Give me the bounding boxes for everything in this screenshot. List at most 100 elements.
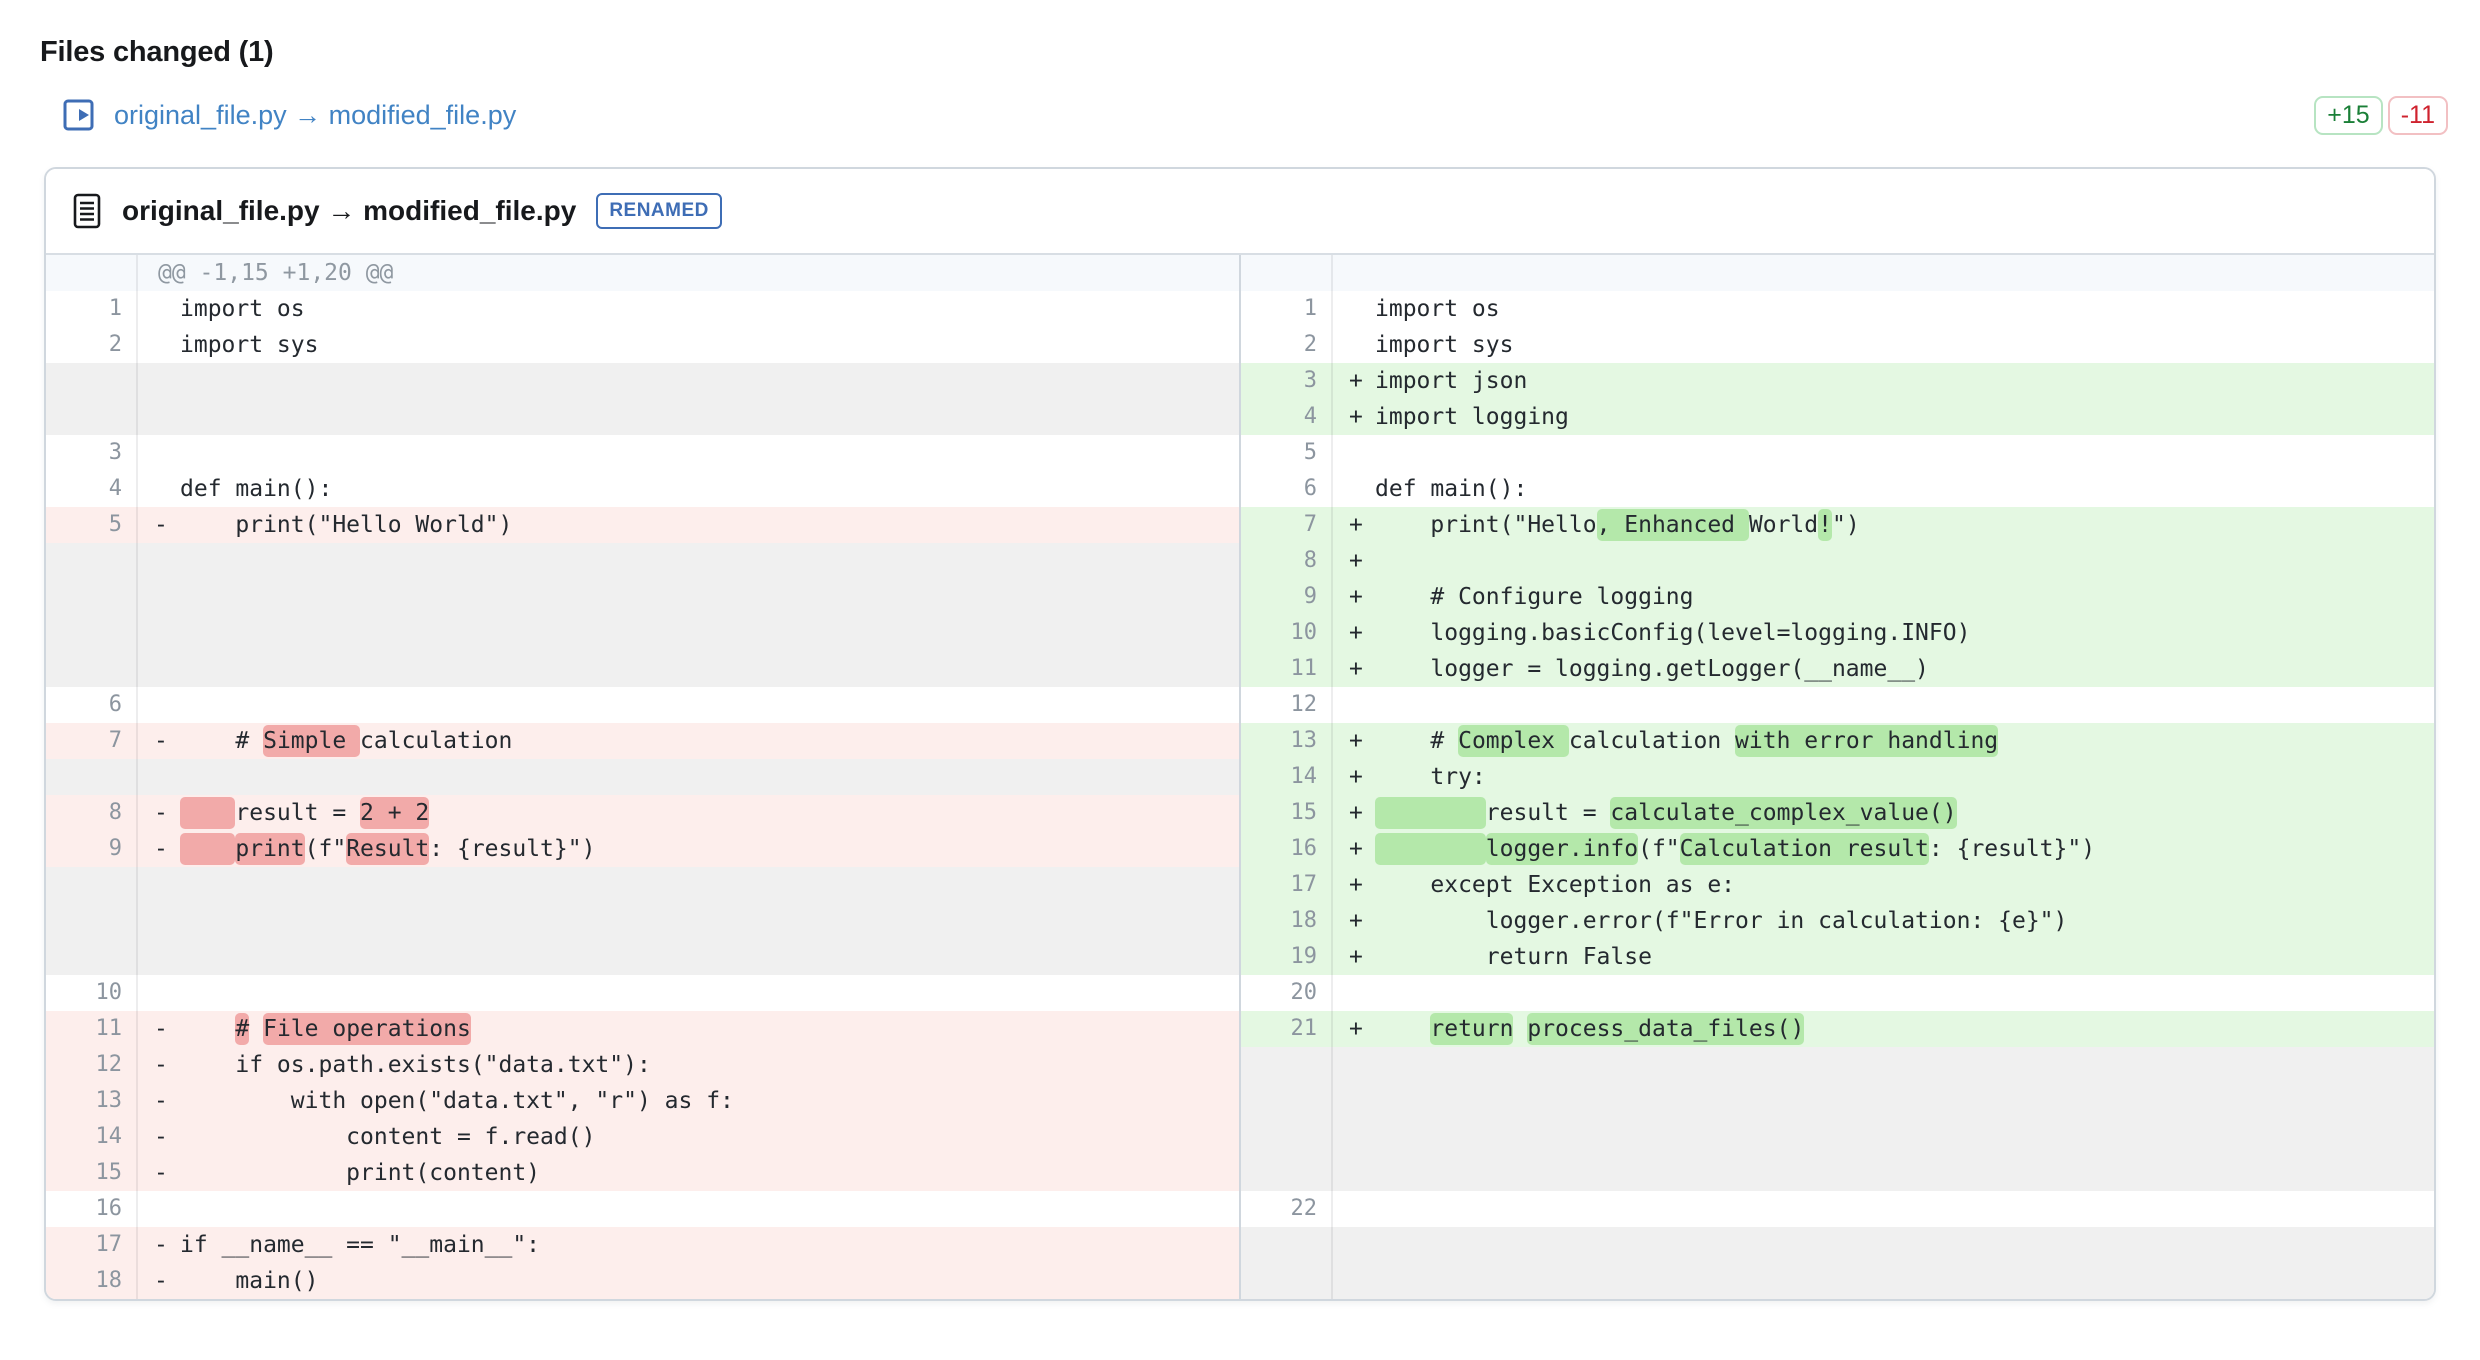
code-text: calculation (360, 728, 513, 754)
line-number[interactable]: 18 (1241, 903, 1333, 939)
line-number[interactable]: 17 (46, 1227, 138, 1263)
line-number[interactable]: 12 (46, 1047, 138, 1083)
line-number[interactable]: 16 (1241, 831, 1333, 867)
line-number[interactable]: 3 (1241, 363, 1333, 399)
file-rename-link[interactable]: original_file.py → modified_file.py (114, 99, 517, 130)
line-number[interactable]: 6 (46, 687, 138, 723)
diff-sign: + (1349, 368, 1363, 394)
code-line (138, 759, 1239, 795)
line-number[interactable]: 8 (46, 795, 138, 831)
code-line (138, 687, 1239, 723)
line-number (46, 867, 138, 903)
code-line: - # File operations (138, 1011, 1239, 1047)
diff-row: 14+ try: (46, 759, 2434, 795)
diff-side-left: 10 (46, 975, 1239, 1011)
code-line: - result = 2 + 2 (138, 795, 1239, 831)
diff-sign: + (1349, 836, 1363, 862)
code-text: : {result}") (1928, 836, 2096, 862)
diff-side-right (1239, 1047, 2434, 1083)
line-number[interactable]: 4 (1241, 399, 1333, 435)
line-number[interactable]: 20 (1241, 975, 1333, 1011)
line-number[interactable]: 9 (1241, 579, 1333, 615)
diff-row: 6 12 (46, 687, 2434, 723)
word-diff-highlight: ! (1818, 509, 1832, 541)
line-number (46, 903, 138, 939)
diff-row: 11+ logger = logging.getLogger(__name__) (46, 651, 2434, 687)
diff-row: 9+ # Configure logging (46, 579, 2434, 615)
line-number (46, 939, 138, 975)
code-text: except Exception as e: (1375, 872, 1736, 898)
diff-side-right: 2 import sys (1239, 327, 2434, 363)
line-number[interactable]: 15 (1241, 795, 1333, 831)
line-number (46, 615, 138, 651)
line-number[interactable]: 22 (1241, 1191, 1333, 1227)
line-number[interactable]: 11 (1241, 651, 1333, 687)
line-number[interactable]: 9 (46, 831, 138, 867)
line-number[interactable]: 8 (1241, 543, 1333, 579)
line-number[interactable]: 14 (46, 1119, 138, 1155)
diff-sign: + (1349, 584, 1363, 610)
diff-side-right: 8+ (1239, 543, 2434, 579)
code-text: ") (1832, 512, 1860, 538)
line-number[interactable]: 11 (46, 1011, 138, 1047)
hunk-header-text: @@ -1,15 +1,20 @@ (158, 260, 394, 286)
diff-sign (154, 291, 180, 327)
diff-sign: + (1349, 1016, 1363, 1042)
line-number[interactable]: 3 (46, 435, 138, 471)
diff-side-left: 13- with open("data.txt", "r") as f: (46, 1083, 1239, 1119)
line-number[interactable]: 1 (1241, 291, 1333, 327)
line-number[interactable]: 4 (46, 471, 138, 507)
diff-sign (154, 327, 180, 363)
code-text: import sys (1375, 332, 1514, 358)
word-diff-highlight: calculate_complex_value() (1610, 797, 1957, 829)
file-text-icon (72, 193, 102, 229)
files-changed-section: Files changed (1) original_file.py → mod… (0, 0, 2480, 135)
line-number[interactable]: 14 (1241, 759, 1333, 795)
code-text: with open("data.txt", "r") as f: (180, 1088, 734, 1114)
line-number[interactable]: 17 (1241, 867, 1333, 903)
diff-sign (154, 687, 180, 723)
code-line (138, 435, 1239, 471)
diff-side-left: 9- print(f"Result: {result}") (46, 831, 1239, 867)
line-number[interactable]: 18 (46, 1263, 138, 1299)
line-number[interactable]: 12 (1241, 687, 1333, 723)
line-number[interactable]: 19 (1241, 939, 1333, 975)
diff-side-right: 15+ result = calculate_complex_value() (1239, 795, 2434, 831)
line-number[interactable]: 5 (46, 507, 138, 543)
line-number[interactable]: 6 (1241, 471, 1333, 507)
diff-side-right: 11+ logger = logging.getLogger(__name__) (1239, 651, 2434, 687)
diff-side-right: 20 (1239, 975, 2434, 1011)
diff-side-right: 4+import logging (1239, 399, 2434, 435)
code-text: logging.basicConfig(level=logging.INFO) (1375, 620, 1971, 646)
diff-side-right (1239, 1083, 2434, 1119)
diff-side-left: 7- # Simple calculation (46, 723, 1239, 759)
line-number[interactable]: 2 (46, 327, 138, 363)
line-number[interactable]: 1 (46, 291, 138, 327)
line-number[interactable]: 13 (46, 1083, 138, 1119)
line-number[interactable]: 5 (1241, 435, 1333, 471)
line-number[interactable]: 7 (46, 723, 138, 759)
diff-side-right: 21+ return process_data_files() (1239, 1011, 2434, 1047)
line-number[interactable]: 10 (46, 975, 138, 1011)
line-number[interactable]: 16 (46, 1191, 138, 1227)
diff-row: 3 5 (46, 435, 2434, 471)
hunk-header-text (1333, 255, 2434, 291)
diff-row: 10+ logging.basicConfig(level=logging.IN… (46, 615, 2434, 651)
line-number[interactable]: 10 (1241, 615, 1333, 651)
diff-sign: - (154, 1088, 168, 1114)
line-number[interactable]: 7 (1241, 507, 1333, 543)
line-number[interactable]: 2 (1241, 327, 1333, 363)
diff-side-left: 3 (46, 435, 1239, 471)
code-text: return False (1375, 944, 1652, 970)
code-line: import os (138, 291, 1239, 327)
line-number[interactable]: 15 (46, 1155, 138, 1191)
code-line: -if __name__ == "__main__": (138, 1227, 1239, 1263)
word-diff-highlight: , Enhanced (1596, 509, 1749, 541)
diff-file-panel: original_file.py → modified_file.py RENA… (44, 167, 2436, 1301)
diff-side-left (46, 399, 1239, 435)
code-text: : {result}") (429, 836, 596, 862)
line-number[interactable]: 21 (1241, 1011, 1333, 1047)
line-number[interactable]: 13 (1241, 723, 1333, 759)
